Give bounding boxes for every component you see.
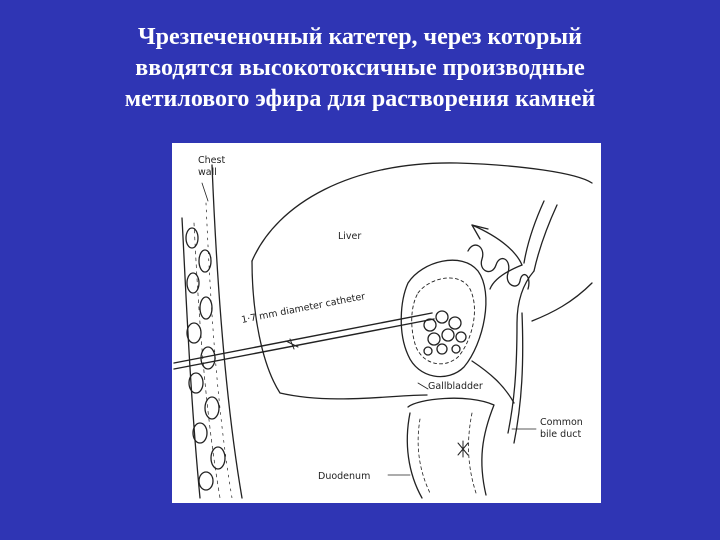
label-duodenum: Duodenum [318, 471, 370, 482]
gallbladder-pointer [417, 382, 429, 390]
diagram-canvas: Chest wall Liver 1·7 mm diameter cathete… [173, 155, 593, 499]
title-line-2: вводятся высокотоксичные производные [135, 55, 585, 81]
label-catheter: 1·7 mm diameter catheter [240, 291, 366, 326]
chest-wall [181, 164, 243, 499]
label-liver: Liver [338, 231, 361, 242]
gallbladder [400, 259, 515, 404]
wavy-duct [467, 244, 530, 290]
label-chest: Chest [198, 155, 225, 166]
label-wall: wall [198, 167, 217, 178]
hepatic-ducts [471, 200, 593, 444]
liver-outline [251, 162, 593, 400]
anatomy-diagram: Chest wall Liver 1·7 mm diameter cathete… [172, 143, 601, 503]
title-line-1: Чрезпеченочный катетер, через который [138, 24, 582, 50]
label-bile-duct: bile duct [540, 429, 581, 440]
catheter [173, 312, 435, 370]
title-line-3: метилового эфира для растворения камней [124, 86, 596, 112]
duodenum [406, 397, 495, 499]
slide-title: Чрезпеченочный катетер, через который вв… [40, 22, 680, 115]
label-common: Common [540, 417, 583, 428]
label-gallbladder: Gallbladder [428, 381, 483, 392]
